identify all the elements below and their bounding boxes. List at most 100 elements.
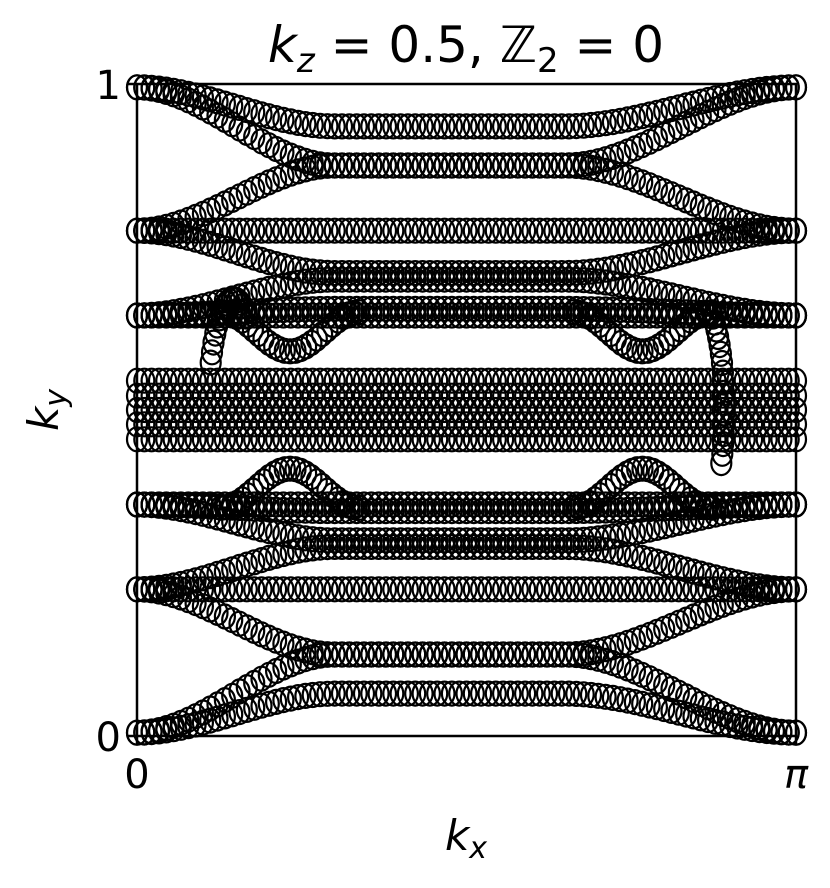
- data-point-s19-46: [462, 641, 485, 668]
- data-point-s18-86: [755, 579, 778, 606]
- data-point-s5-40: [418, 382, 441, 409]
- data-point-s6-25: [309, 396, 332, 424]
- data-point-s4-71: [645, 367, 669, 394]
- data-point-s4-87: [762, 367, 786, 394]
- data-point-s2-41: [426, 491, 449, 518]
- data-point-s8-75: [675, 426, 698, 453]
- data-point-s8-73: [660, 426, 683, 453]
- data-point-s3-49: [484, 576, 507, 603]
- data-point-s3-72: [653, 576, 676, 603]
- data-point-s16-81: [718, 498, 742, 525]
- data-point-s5-62: [579, 382, 603, 409]
- data-point-s0-50: [492, 217, 515, 244]
- data-point-s4-58: [550, 367, 573, 394]
- data-point-s6-15: [235, 396, 258, 424]
- data-point-s8-55: [528, 426, 551, 453]
- data-point-s20-71: [645, 694, 669, 721]
- data-point-s11-46: [462, 152, 485, 179]
- data-point-s4-86: [755, 367, 778, 394]
- data-point-s13-46: [462, 266, 485, 293]
- data-point-s8-83: [733, 426, 756, 453]
- data-point-s5-65: [601, 382, 625, 409]
- data-point-s22-22: [679, 307, 702, 334]
- data-point-s26-4: [712, 410, 736, 437]
- data-point-s5-9: [191, 382, 214, 409]
- data-point-s17-45: [455, 533, 478, 561]
- data-point-s1-48: [477, 302, 500, 329]
- data-point-s8-6: [169, 426, 192, 453]
- data-point-s5-10: [199, 382, 222, 409]
- data-point-s13-50: [492, 266, 515, 293]
- data-point-s12-31: [352, 260, 376, 287]
- data-point-s14-70: [638, 297, 661, 324]
- data-point-s17-59: [557, 533, 581, 561]
- data-point-s13-24: [301, 267, 324, 294]
- data-point-s12-47: [470, 260, 493, 287]
- data-point-s10-86: [755, 77, 778, 104]
- data-point-s8-49: [484, 426, 507, 453]
- data-point-s17-27: [323, 533, 346, 561]
- data-point-s6-19: [265, 396, 288, 424]
- data-point-s14-84: [740, 301, 764, 328]
- data-point-s7-28: [330, 411, 354, 438]
- data-point-s4-25: [309, 367, 332, 394]
- data-point-s12-33: [367, 260, 390, 287]
- data-point-s5-56: [535, 382, 559, 409]
- data-point-s20-43: [440, 680, 463, 707]
- data-point-s19-59: [557, 641, 581, 668]
- data-point-s17-71: [645, 548, 669, 575]
- data-point-s16-8: [184, 498, 207, 526]
- data-point-s16-39: [411, 527, 434, 554]
- data-point-s5-5: [162, 382, 185, 409]
- data-point-s6-70: [638, 396, 661, 424]
- data-point-s4-50: [492, 367, 515, 394]
- data-point-s4-11: [206, 367, 229, 394]
- data-point-s0-26: [316, 217, 339, 244]
- data-point-s8-38: [404, 426, 427, 453]
- data-point-s7-66: [609, 411, 632, 438]
- data-point-s7-51: [499, 411, 522, 438]
- data-point-s3-30: [345, 576, 368, 603]
- data-point-s19-47: [470, 641, 493, 668]
- data-point-s20-84: [740, 715, 764, 743]
- data-point-s7-36: [389, 411, 412, 438]
- data-point-s20-89: [777, 719, 800, 746]
- data-point-s8-56: [535, 426, 559, 453]
- data-point-s6-28: [330, 396, 354, 424]
- data-point-s16-41: [426, 527, 449, 554]
- data-point-s4-27: [323, 367, 346, 394]
- data-point-s14-6: [169, 301, 192, 328]
- data-point-s6-13: [221, 396, 244, 424]
- data-point-s6-44: [448, 396, 471, 424]
- data-point-s7-73: [660, 411, 683, 438]
- data-point-s8-35: [382, 426, 405, 453]
- data-point-s12-83: [733, 222, 756, 250]
- data-point-s14-43: [440, 295, 463, 322]
- data-point-s0-67: [616, 217, 639, 244]
- data-point-s20-55: [528, 680, 551, 707]
- data-point-s12-46: [462, 260, 485, 287]
- data-point-s3-68: [623, 576, 647, 603]
- data-point-s6-7: [177, 396, 200, 424]
- data-point-s17-78: [696, 562, 720, 589]
- data-point-s4-13: [221, 367, 244, 394]
- data-point-s6-53: [513, 396, 537, 424]
- data-point-s26-1: [711, 440, 734, 467]
- data-point-s5-78: [696, 382, 720, 409]
- data-point-s16-58: [550, 527, 573, 554]
- data-point-s5-54: [521, 382, 544, 409]
- data-point-s20-54: [521, 680, 544, 707]
- data-point-s9-57: [543, 113, 566, 140]
- data-point-s19-61: [572, 642, 595, 670]
- data-point-s12-2: [140, 218, 163, 245]
- data-point-s9-50: [492, 113, 515, 140]
- data-point-s22-3: [578, 304, 601, 331]
- data-point-s17-40: [418, 533, 441, 561]
- data-point-s20-66: [609, 686, 632, 713]
- data-point-s6-52: [506, 396, 529, 424]
- data-point-s5-53: [513, 382, 537, 409]
- data-point-s0-34: [374, 217, 398, 244]
- data-point-s6-8: [184, 396, 207, 424]
- data-point-s20-65: [601, 684, 625, 712]
- data-point-s3-23: [294, 576, 317, 603]
